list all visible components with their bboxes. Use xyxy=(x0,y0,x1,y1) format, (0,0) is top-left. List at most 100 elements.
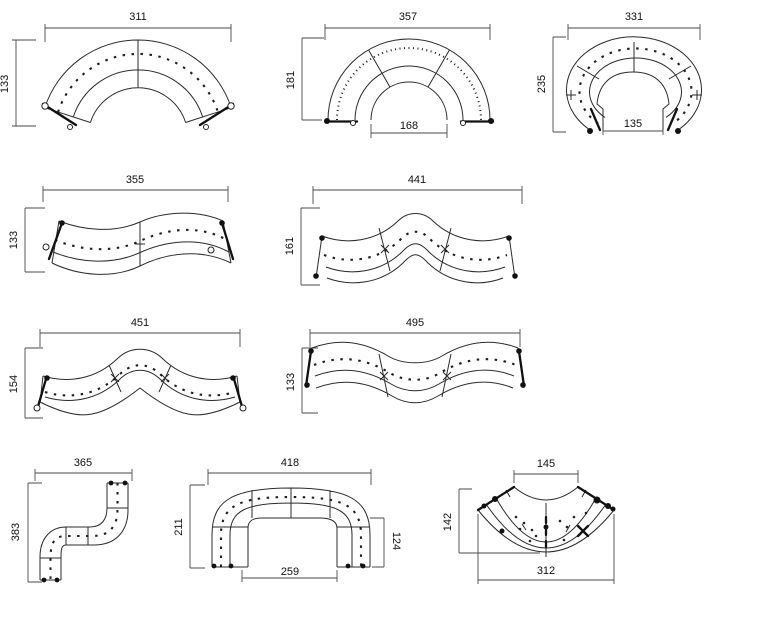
foot-dot xyxy=(520,382,526,388)
foot-dot xyxy=(610,506,616,512)
width-dim-label: 418 xyxy=(281,457,299,469)
foot-dot xyxy=(593,496,601,504)
foot-dot xyxy=(345,563,351,569)
detail-dot xyxy=(584,511,588,515)
detail-dot xyxy=(572,515,576,519)
stitch-seam-dotted xyxy=(336,47,482,121)
sofa-outline xyxy=(39,482,129,581)
foot-glide xyxy=(227,102,235,110)
foot-dot xyxy=(512,273,518,279)
dimension-lines xyxy=(189,469,385,582)
detail-dot xyxy=(534,534,538,538)
sofa-outline xyxy=(566,36,702,131)
armrest-edges xyxy=(304,349,526,388)
foot-dot xyxy=(44,375,50,381)
foot-glide xyxy=(67,124,73,130)
stitch-seam-dashed xyxy=(44,364,236,397)
stitch-seam-dashed xyxy=(54,228,228,251)
dimension-lines xyxy=(24,329,241,419)
top-width-dim-label: 145 xyxy=(537,458,555,470)
height-dim-label: 154 xyxy=(8,375,20,393)
sofa-outline xyxy=(51,212,232,275)
foot-dot xyxy=(228,563,234,569)
stitch-seam-dashed xyxy=(49,483,119,580)
sofa-outline xyxy=(327,38,491,121)
figure-semicircle-3-seat: 357 181 168 xyxy=(285,11,495,138)
detail-dot xyxy=(514,515,518,519)
figure-hump-wave-3-seat: 441 161 xyxy=(284,174,523,286)
height-dim-label: 383 xyxy=(10,523,22,541)
foot-glide xyxy=(203,124,209,130)
width-dim-label: 311 xyxy=(129,11,147,23)
foot-dot xyxy=(360,563,366,569)
figure-horseshoe-ring: 331 235 135 xyxy=(536,11,702,135)
foot-dot xyxy=(211,563,217,569)
foot-dot xyxy=(675,128,681,134)
height-dim-label: 161 xyxy=(284,237,296,255)
height-dim-label: 133 xyxy=(0,75,11,93)
armrest-edges xyxy=(41,102,235,127)
dimension-lines xyxy=(300,186,523,286)
dimension-lines xyxy=(458,470,615,584)
sofa-outline xyxy=(44,39,232,123)
foot-dot xyxy=(319,235,325,241)
foot-glide xyxy=(239,404,247,412)
dimension-lines xyxy=(27,469,133,583)
dimension-lines xyxy=(12,24,232,127)
foot-glide xyxy=(460,120,466,126)
width-dim-label: 451 xyxy=(131,317,149,329)
dimension-lines xyxy=(301,24,491,138)
figure-valley-arc: 145 142 312 xyxy=(442,458,616,584)
width-dim-label: 441 xyxy=(408,174,426,186)
foot-dot xyxy=(304,382,310,388)
leg-height-dim-label: 124 xyxy=(390,532,402,550)
detail-dot xyxy=(565,525,569,529)
stitch-seam-dashed xyxy=(578,47,693,125)
foot-dot xyxy=(492,496,498,502)
foot-dot xyxy=(230,375,236,381)
foot-glide xyxy=(207,246,215,254)
foot-dot xyxy=(108,480,114,486)
sofa-outline xyxy=(315,213,516,284)
foot-dot xyxy=(41,577,47,583)
foot-dot xyxy=(481,503,487,509)
detail-dot xyxy=(528,539,532,543)
foot-dot xyxy=(122,480,128,486)
height-dim-label: 133 xyxy=(8,231,20,249)
width-dim-label: 331 xyxy=(625,11,643,23)
armrest-edges xyxy=(589,107,679,132)
detail-dot xyxy=(558,519,562,523)
detail-dot xyxy=(562,538,566,542)
detail-dot xyxy=(518,527,522,531)
height-dim-label: 211 xyxy=(173,518,185,536)
armrest-edges xyxy=(35,377,245,412)
foot-glide xyxy=(42,243,50,251)
foot-glide xyxy=(350,120,356,126)
foot-dot xyxy=(516,348,522,354)
figure-long-wave-3-seat: 495 133 xyxy=(285,317,526,414)
foot-dot xyxy=(324,118,330,124)
foot-dot xyxy=(543,524,549,530)
detail-dot xyxy=(530,528,534,532)
height-dim-label: 235 xyxy=(536,75,548,93)
width-dim-label: 357 xyxy=(399,11,417,23)
foot-dot xyxy=(308,348,314,354)
foot-dot xyxy=(587,128,593,134)
figure-u-arch: 418 211 259 124 xyxy=(173,457,402,582)
inner-width-dim-label: 168 xyxy=(400,120,418,132)
opening-dim-label: 135 xyxy=(624,118,642,130)
width-dim-label: 365 xyxy=(74,457,92,469)
foot-glide xyxy=(41,102,49,110)
foot-dot xyxy=(219,220,225,226)
width-dim-label: 312 xyxy=(537,565,555,577)
foot-dot xyxy=(506,235,512,241)
stitch-seam-dashed xyxy=(57,52,219,113)
armrest-edges xyxy=(47,221,235,261)
width-dim-label: 355 xyxy=(126,174,144,186)
figure-vertical-s-pipe: 365 383 xyxy=(10,457,133,583)
stitch-seam-dashed xyxy=(313,358,517,381)
width-dim-label: 495 xyxy=(406,317,424,329)
figure-s-wave-2-seat: 355 133 xyxy=(8,174,235,275)
